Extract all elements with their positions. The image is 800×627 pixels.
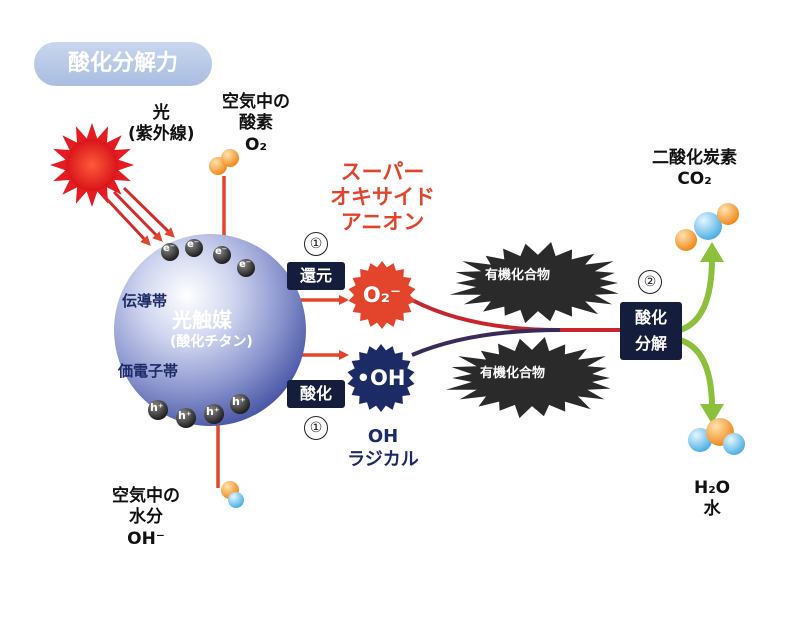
oxygen-molecule-icon (209, 149, 239, 175)
photocatalyst-sphere (114, 234, 306, 426)
hydroxyl-burst-icon (347, 344, 415, 412)
organic-compound-top-icon (449, 242, 619, 324)
organic-compound-top-label: 有機化合物 (485, 268, 551, 283)
light-label-line1: 光 (152, 103, 170, 123)
step-number-oxidation: ① (304, 416, 328, 440)
superoxide-label-line1: スーパー (340, 160, 425, 184)
step-number-decompose: ② (638, 270, 662, 294)
co2-label: 二酸化炭素 CO₂ (652, 148, 737, 191)
h2o-label: H₂O 水 (694, 478, 730, 521)
water-in-label-line1: 空気中の (112, 486, 180, 506)
title-badge: 酸化分解力 (34, 42, 212, 86)
water-in-label-line3: OH⁻ (127, 528, 165, 549)
hydroxyl-symbol: •OH (356, 366, 406, 390)
co2-arrowhead (700, 242, 724, 262)
hole-label: h⁺ (150, 401, 164, 414)
co2-label-line2: CO₂ (677, 169, 712, 190)
water-in-label-line2: 水分 (129, 507, 163, 528)
superoxide-burst-icon (348, 261, 416, 329)
oxygen-label: 空気中の 酸素 O₂ (222, 92, 290, 156)
merge-arrows (411, 298, 620, 357)
valence-band-label: 価電子帯 (118, 362, 179, 380)
hole-label: h⁺ (232, 395, 246, 408)
step-number-reduction: ① (304, 232, 328, 256)
hydroxyl-label: OH ラジカル (338, 425, 428, 472)
decompose-box: 酸化 分解 (620, 302, 682, 360)
electron-icons (161, 239, 255, 277)
hydroxyl-label-line1: OH (367, 426, 399, 447)
electron-label: e⁻ (187, 239, 200, 250)
catalyst-subname: (酸化チタン) (170, 334, 253, 350)
light-label-line2: (紫外線) (128, 124, 195, 145)
light-label: 光 (紫外線) (128, 103, 195, 146)
hole-icons (148, 394, 250, 428)
catalyst-name: 光触媒 (172, 308, 232, 332)
superoxide-label-line3: アニオン (340, 210, 425, 235)
co2-molecule-icon (675, 203, 739, 251)
co2-label-line1: 二酸化炭素 (652, 148, 737, 168)
conduction-band-label: 伝導帯 (122, 292, 168, 310)
electron-label: e⁻ (215, 246, 228, 257)
light-ray-arrows (102, 186, 175, 246)
h2o-molecule-icon (688, 418, 745, 455)
h2o-label-line1: H₂O (694, 478, 731, 498)
electron-label: e⁻ (163, 243, 176, 254)
hole-label: h⁺ (178, 409, 192, 422)
hydroxyl-label-line2: ラジカル (347, 449, 419, 471)
decompose-box-line2: 分解 (634, 334, 667, 353)
superoxide-label: スーパー オキサイド アニオン (330, 160, 435, 236)
oxygen-label-line3: O₂ (245, 134, 267, 155)
hydroxide-molecule-icon (221, 481, 244, 508)
sun-icon (50, 123, 134, 207)
oxygen-label-line2: 酸素 (239, 113, 273, 134)
h2o-arrowhead (700, 404, 724, 424)
superoxide-symbol: O₂⁻ (362, 283, 402, 307)
output-arrows (678, 257, 715, 409)
decompose-box-line1: 酸化 (634, 308, 667, 327)
water-in-label: 空気中の 水分 OH⁻ (112, 486, 180, 550)
oxygen-label-line1: 空気中の (222, 92, 290, 112)
oxidation-box: 酸化 (287, 380, 345, 408)
reduction-box: 還元 (287, 262, 345, 290)
organic-compound-bottom-label: 有機化合物 (480, 366, 546, 381)
hole-label: h⁺ (206, 405, 220, 418)
superoxide-label-line2: オキサイド (330, 185, 435, 210)
electron-label: e⁻ (239, 259, 252, 270)
h2o-label-line2: 水 (703, 499, 721, 520)
organic-compound-bottom-icon (445, 337, 611, 419)
